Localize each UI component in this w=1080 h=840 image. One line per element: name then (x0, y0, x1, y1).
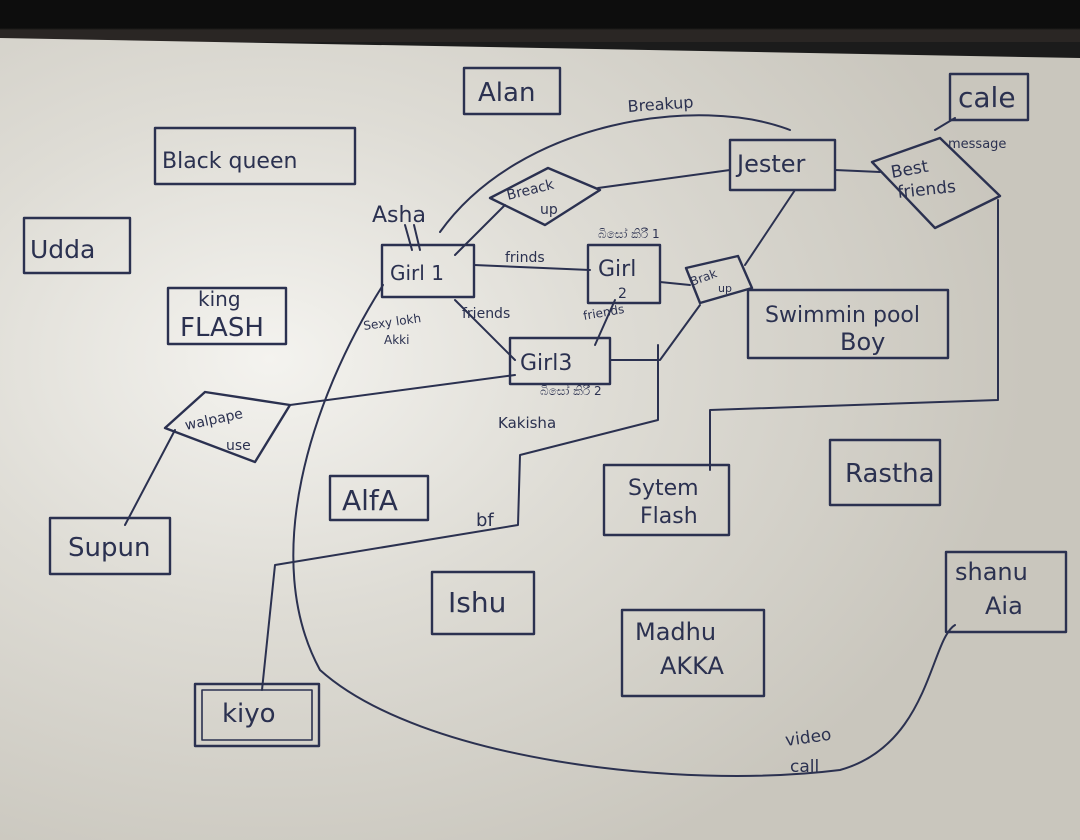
label-girl2-1: Girl (598, 257, 636, 282)
diamond-best-friends (870, 136, 1002, 230)
node-black-queen (153, 126, 357, 186)
label-black-queen: Black queen (162, 149, 297, 174)
label-video-call-2: call (790, 757, 819, 777)
label-kiyo: kiyo (222, 699, 276, 729)
edge-girl1-girl3 (454, 299, 516, 361)
label-girl3: Girl3 (520, 351, 572, 376)
edge-jester-break-diamond (744, 189, 796, 266)
node-ishu (430, 570, 536, 636)
label-madhu-1: Madhu (635, 618, 716, 646)
node-jester (728, 138, 837, 192)
label-breakup-arc: Breakup (627, 92, 694, 116)
edge-breakup-arc (439, 114, 791, 233)
node-shanu-aia (944, 550, 1068, 634)
diamond-break-up-2 (684, 254, 754, 305)
label-message: message (948, 137, 1006, 152)
node-kiyo-inner (201, 689, 313, 741)
label-break-diamond-2: up (718, 282, 732, 295)
label-friends-g1-g2: frinds (505, 250, 545, 266)
node-girl1 (380, 243, 476, 299)
node-alfa (328, 474, 430, 522)
diamond-wallpaper (163, 390, 292, 464)
label-cale: cale (958, 81, 1016, 114)
edge-breakup-diamond-jester (597, 169, 731, 189)
label-shanu-1: shanu (955, 558, 1028, 586)
label-swimming-1: Swimmin pool (765, 303, 920, 328)
label-supun: Supun (68, 533, 150, 563)
label-sexy-2: Akki (384, 333, 409, 347)
label-shanu-2: Aia (985, 592, 1023, 620)
node-rastha (828, 438, 942, 507)
node-cale (948, 72, 1030, 122)
edge-girl3-wallpaper (289, 374, 516, 406)
label-system-flash-2: Flash (640, 504, 698, 529)
label-girl2-2: 2 (618, 286, 627, 302)
edge-jester-best-friends (834, 169, 881, 173)
label-jester: Jester (735, 150, 806, 178)
node-alan (462, 66, 562, 116)
node-girl2 (586, 243, 662, 305)
diamond-breakup (488, 166, 602, 227)
node-system-flash (602, 463, 731, 537)
label-udda: Udda (30, 235, 95, 264)
edge-girl1-video-call (292, 284, 956, 777)
label-breakup-diamond-2: up (540, 202, 558, 218)
label-system-flash-1: Sytem (628, 476, 699, 501)
node-supun (48, 516, 172, 576)
label-swimming-2: Boy (840, 328, 885, 356)
label-rastha: Rastha (845, 459, 935, 489)
label-girl1: Girl 1 (390, 261, 444, 285)
node-swimming-pool-boy (746, 288, 950, 360)
edge-girl1-girl2 (473, 264, 591, 271)
edge-girl3-bf-kiyo (261, 344, 659, 691)
label-alan: Alan (478, 78, 535, 108)
label-king-flash-1: king (198, 287, 241, 311)
label-ishu: Ishu (448, 586, 506, 619)
edge-wallpaper-supun (124, 429, 176, 526)
label-asha: Asha (372, 203, 426, 228)
node-madhu-akka (620, 608, 766, 698)
label-girl3-note: බිසෝ කිරී 2 (540, 384, 602, 398)
edge-girl3-break-diamond (609, 304, 701, 361)
label-wallpaper-2: use (226, 438, 251, 454)
paper-sheet (0, 38, 1080, 840)
label-madhu-2: AKKA (660, 652, 724, 680)
edge-best-friends-system-flash (709, 199, 999, 471)
node-girl3 (508, 336, 612, 386)
label-friends-g1-g3: friends (462, 306, 510, 322)
label-alfa: AlfA (342, 484, 398, 517)
edge-girl1-breakup-diamond (454, 204, 506, 256)
node-udda (22, 216, 132, 275)
label-girl2-note: බිසෝ කිරී 1 (598, 227, 660, 241)
label-kakisha: Kakisha (498, 414, 556, 432)
node-king-flash (166, 286, 288, 346)
edge-girl2-break-diamond (659, 281, 691, 286)
label-king-flash-2: FLASH (180, 313, 264, 343)
label-bf: bf (476, 510, 494, 531)
node-kiyo (193, 682, 321, 748)
